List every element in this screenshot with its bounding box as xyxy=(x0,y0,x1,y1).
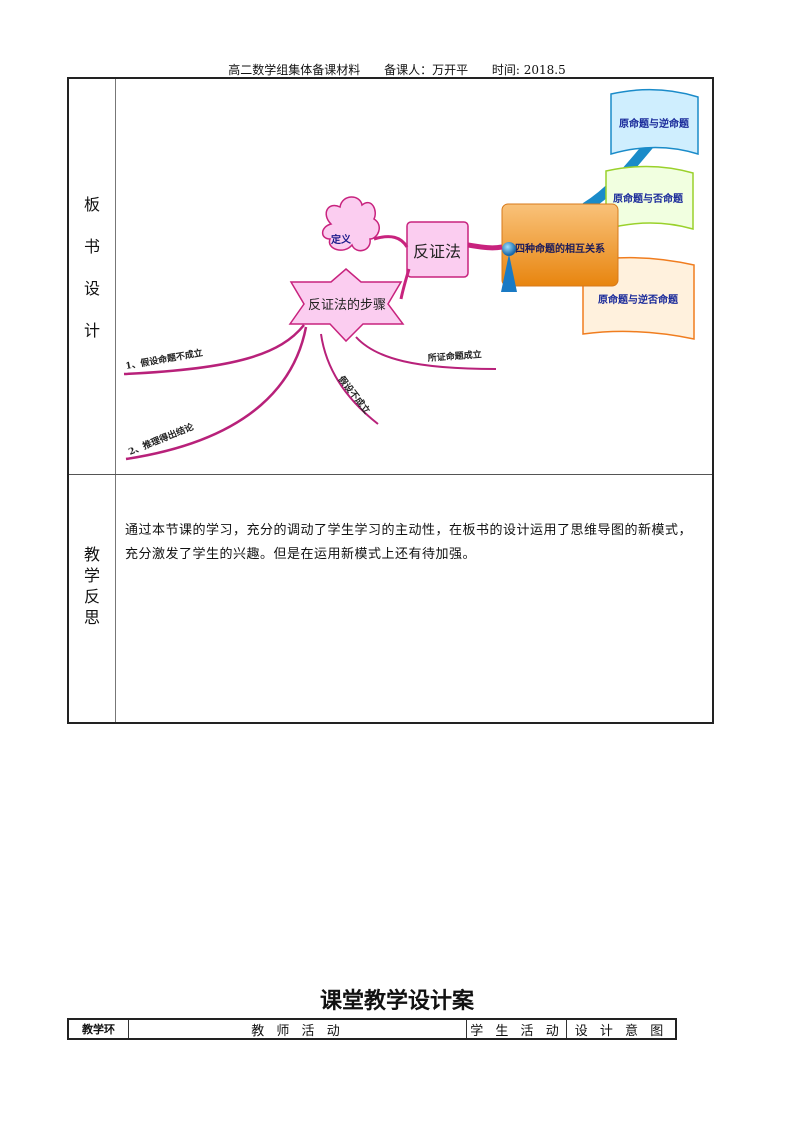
assumption-text: 假设不成立 xyxy=(336,373,373,416)
definition-text: 定义 xyxy=(331,233,352,246)
column-divider xyxy=(115,79,116,722)
proof-method-text: 反证法 xyxy=(413,242,461,261)
board-reflection-table: 板 书 设 计 原命题与逆命题 原命题与否命题 原命题与逆否命题 四种命 xyxy=(67,77,714,724)
teaching-reflection-label: 教 学 反 思 xyxy=(69,544,115,628)
branch-assumption xyxy=(320,333,379,425)
label-char: 思 xyxy=(83,608,100,627)
label-char: 学 xyxy=(83,566,100,585)
column-teacher-activity: 教 师 活 动 xyxy=(129,1020,467,1039)
flag-negation xyxy=(605,165,694,230)
column-design-intent: 设 计 意 图 xyxy=(574,1023,668,1039)
column-teaching-stage: 教学环 xyxy=(69,1020,129,1038)
flag-converse-text: 原命题与逆命题 xyxy=(619,117,690,130)
proof-method-box xyxy=(406,221,469,278)
proposition-text: 所证命题成立 xyxy=(427,348,482,364)
label-char: 书 xyxy=(83,237,100,256)
label-char: 反 xyxy=(83,587,100,606)
label-char: 设 xyxy=(83,279,100,298)
header-title: 高二数学组集体备课材料 xyxy=(228,63,361,77)
row-divider xyxy=(69,474,712,475)
person-body-icon xyxy=(501,254,517,292)
definition-cloud xyxy=(321,196,380,252)
board-design-label: 板 书 设 计 xyxy=(69,184,115,352)
four-propositions-text: 四种命题的相互关系 xyxy=(515,242,605,255)
header-time: 时间: 2018.5 xyxy=(491,63,566,77)
lesson-plan-table-header: 教学环 教 师 活 动 学 生 活 动 设 计 意 图 xyxy=(67,1018,677,1040)
header-preparer: 备课人：万开平 xyxy=(384,63,469,77)
page-header: 高二数学组集体备课材料 备课人：万开平 时间: 2018.5 xyxy=(0,61,794,78)
branch-proposition xyxy=(355,336,497,370)
branch-step2 xyxy=(125,326,308,461)
four-propositions-box xyxy=(501,203,619,287)
link-proof-center xyxy=(467,242,503,251)
person-icon xyxy=(502,242,516,256)
flag-contrapositive-text: 原命题与逆否命题 xyxy=(598,293,679,306)
steps-star xyxy=(288,268,405,343)
flag-negation-text: 原命题与否命题 xyxy=(613,192,684,205)
reflection-text: 通过本节课的学习，充分的调动了学生学习的主动性，在板书的设计运用了思维导图的新模… xyxy=(125,523,693,562)
lesson-plan-title: 课堂教学设计案 xyxy=(319,989,474,1014)
label-char: 计 xyxy=(83,321,100,340)
link-definition xyxy=(373,235,409,248)
label-char: 板 xyxy=(83,195,100,214)
column-student-activity: 学 生 活 动 xyxy=(467,1020,567,1039)
flag-converse xyxy=(610,88,699,156)
branch-step1 xyxy=(123,324,305,376)
mind-map: 原命题与逆命题 原命题与否命题 原命题与逆否命题 四种命题的相互关系 反证法 定… xyxy=(123,88,699,461)
steps-text: 反证法的步骤 xyxy=(308,297,386,313)
link-steps xyxy=(399,268,411,300)
label-char: 教 xyxy=(83,545,100,564)
